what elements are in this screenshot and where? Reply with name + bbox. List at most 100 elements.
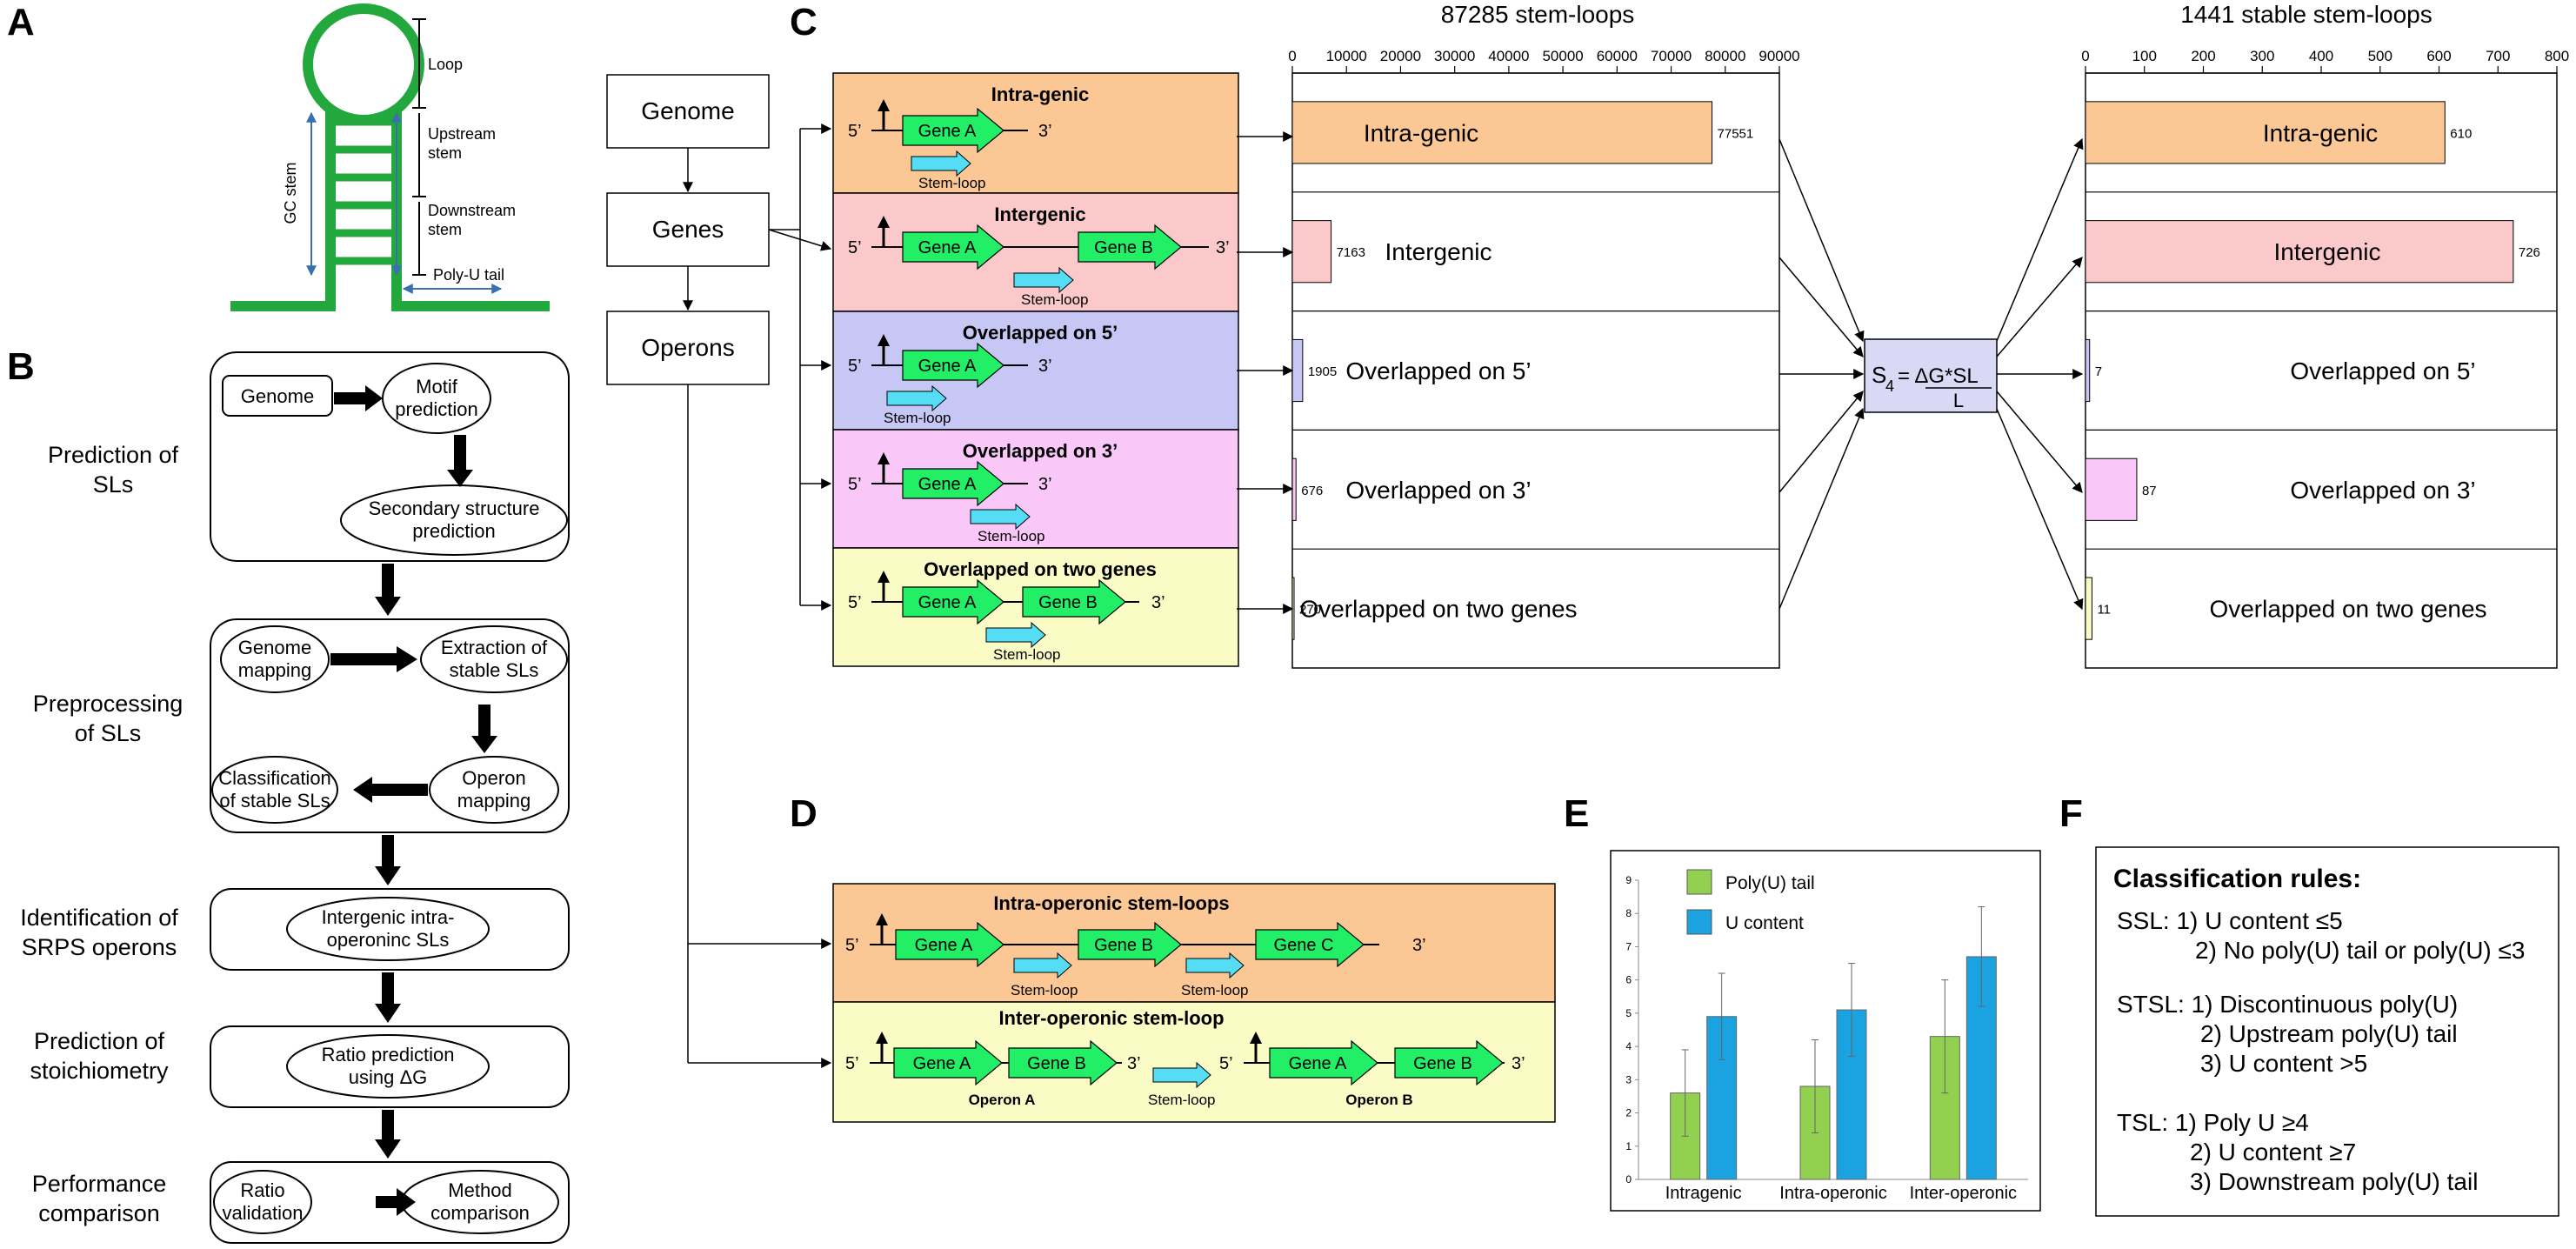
step-label-3: Identification of — [20, 905, 178, 931]
five-prime-1: 5’ — [848, 122, 862, 141]
d-stemloop-1 — [1013, 952, 1072, 979]
gene-a-4-label: Gene A — [918, 475, 977, 494]
operon-b-label: Operon B — [1345, 1092, 1412, 1108]
stemloop-label-2: Stem-loop — [1021, 291, 1088, 308]
formula-sub: 4 — [1885, 377, 1894, 395]
hairpin-diagram — [230, 3, 550, 311]
gene-a-3-label: Gene A — [918, 357, 977, 376]
intergenic-node-2: operoninc SLs — [327, 929, 450, 951]
d-five-prime-3: 5’ — [1219, 1054, 1233, 1073]
downstream-label-2: stem — [428, 221, 462, 238]
rule-stsl-3: 3) U content >5 — [2200, 1050, 2367, 1077]
chart2-tick-label: 800 — [2545, 48, 2569, 64]
chart2-bar-1 — [2085, 101, 2446, 164]
rule-tsl-1: TSL: 1) Poly U ≥4 — [2117, 1109, 2309, 1136]
d-three-prime-1: 3’ — [1412, 936, 1426, 955]
extract-node: Extraction of — [441, 637, 548, 658]
chart2-category-3: Overlapped on 5’ — [2290, 357, 2475, 384]
chart2-tick-label: 0 — [2081, 48, 2089, 64]
panel-b-letter: B — [7, 345, 35, 388]
gene-a-5-label: Gene A — [918, 593, 977, 612]
formula-box — [1864, 338, 1998, 413]
d-stemloop-label-2: Stem-loop — [1181, 982, 1248, 999]
chart1-tick-label: 80000 — [1705, 48, 1745, 64]
five-prime-2: 5’ — [848, 238, 862, 257]
motif-node: Motif — [416, 376, 458, 397]
d-gene-a-2-label: Gene A — [913, 1054, 971, 1073]
rule-stsl-2: 2) Upstream poly(U) tail — [2200, 1020, 2458, 1047]
stemloop-arrow-5 — [985, 621, 1046, 649]
e-ytick-label: 3 — [1625, 1073, 1632, 1085]
chart1-tick-label: 70000 — [1651, 48, 1692, 64]
workflow-nodes — [211, 363, 568, 1234]
chart1-tick-label: 50000 — [1542, 48, 1583, 64]
hairpin-annotations — [306, 18, 503, 294]
gene-b-2 — [1078, 224, 1182, 271]
method-node-2: comparison — [430, 1202, 530, 1224]
d-gene-c-1-label: Gene C — [1274, 936, 1334, 955]
formula-rest: = ΔG*SL — [1898, 364, 1979, 388]
chart2-tick-label: 200 — [2191, 48, 2215, 64]
promoter-3-head — [878, 334, 890, 346]
workflow-thick-arrows — [330, 385, 497, 1216]
flow-genome: Genome — [641, 97, 734, 124]
step-label-2: Preprocessing — [33, 691, 184, 717]
d-gene-b-1 — [1078, 921, 1182, 968]
rule-tsl-3: 3) Downstream poly(U) tail — [2190, 1168, 2478, 1195]
panel-f-letter: F — [2059, 792, 2083, 835]
rule-ssl-2: 2) No poly(U) tail or poly(U) ≤3 — [2195, 937, 2525, 964]
upstream-label: Upstream — [428, 125, 496, 143]
d-gene-a-3-label: Gene A — [1289, 1054, 1347, 1073]
five-prime-4: 5’ — [848, 475, 862, 494]
polyu-label: Poly-U tail — [433, 266, 504, 284]
upstream-label-2: stem — [428, 144, 462, 162]
category-box-1 — [832, 72, 1239, 194]
stemloop-label-4: Stem-loop — [978, 528, 1044, 544]
chart1-title: 87285 stem-loops — [1441, 1, 1635, 28]
chart2-category-2: Intergenic — [2274, 238, 2381, 265]
chart2-value-4: 87 — [2142, 484, 2157, 498]
step-label-5: Performance — [32, 1171, 167, 1197]
downstream-label: Downstream — [428, 202, 516, 219]
chart1-tick-label: 90000 — [1758, 48, 1799, 64]
d-gene-a-1 — [895, 921, 1004, 968]
chart1-frame — [1291, 72, 1780, 669]
secstruct-node-2: prediction — [412, 520, 495, 542]
chart1-tick-label: 30000 — [1434, 48, 1475, 64]
chart1-value-1: 77551 — [1718, 126, 1754, 141]
stemloop-label-1: Stem-loop — [918, 175, 985, 191]
category-title-5: Overlapped on two genes — [924, 558, 1157, 580]
category-box-4 — [832, 429, 1239, 549]
rules-title: Classification rules: — [2113, 865, 2361, 893]
chart2-bar-3 — [2085, 338, 2091, 403]
gene-a-4 — [902, 460, 1004, 507]
d-gene-b-3-label: Gene B — [1413, 1054, 1472, 1073]
promoter-2-head — [878, 216, 890, 228]
operon-a-label: Operon A — [969, 1092, 1036, 1108]
classify-node-2: of stable SLs — [219, 790, 330, 812]
e-category-2: Intra-operonic — [1779, 1184, 1886, 1203]
chart2-tick-label: 100 — [2132, 48, 2157, 64]
category-title-4: Overlapped on 3’ — [963, 440, 1118, 462]
validation-node: Ratio — [240, 1179, 284, 1201]
three-prime-5: 3’ — [1151, 593, 1165, 612]
stemloop-arrow-3 — [886, 384, 947, 412]
chart2-frame — [2085, 72, 2558, 669]
d-five-prime-2: 5’ — [845, 1054, 859, 1073]
step-label-4: Prediction of — [34, 1028, 165, 1054]
category-title-2: Intergenic — [994, 204, 1085, 225]
chart2-value-1: 610 — [2450, 126, 2472, 141]
d-gene-a-2 — [893, 1039, 1003, 1086]
d-gene-a-3 — [1269, 1039, 1378, 1086]
extract-node-2: stable SLs — [450, 659, 539, 681]
chart2-category-1: Intra-genic — [2263, 119, 2378, 146]
formula-s: S — [1872, 362, 1886, 388]
chart1-value-5: 270 — [1299, 603, 1321, 618]
category-title-1: Intra-genic — [991, 83, 1089, 105]
panel-c-letter: C — [790, 1, 818, 43]
legend-polyu-label: Poly(U) tail — [1725, 873, 1815, 893]
